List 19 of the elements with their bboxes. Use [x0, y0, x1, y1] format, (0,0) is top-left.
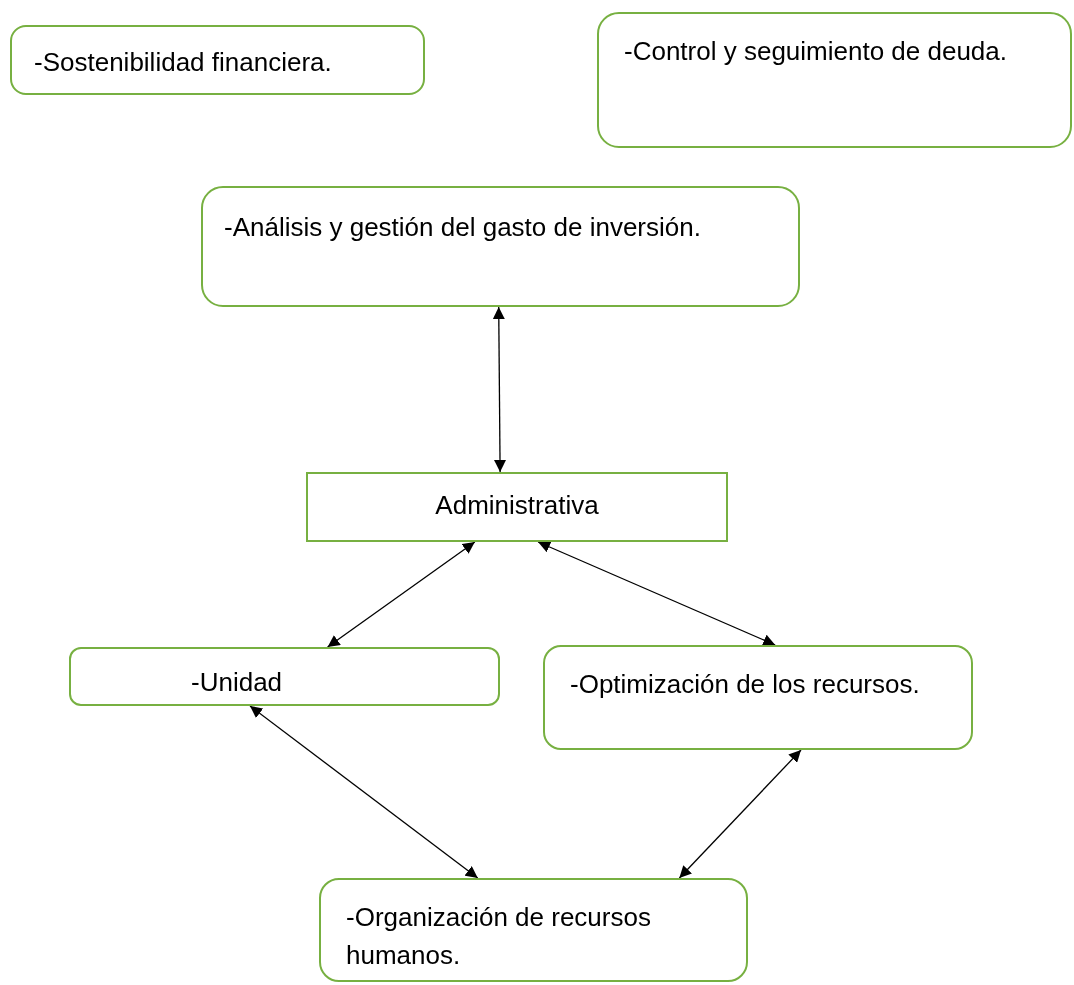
- double-arrow: [537, 541, 776, 646]
- rounded-box: [69, 647, 500, 706]
- rounded-box: [597, 12, 1072, 148]
- box-text: -Unidad: [191, 666, 284, 699]
- double-arrow: [249, 705, 479, 879]
- rounded-box: [319, 878, 748, 982]
- rounded-box: [201, 186, 800, 307]
- box-text: -Organización de recursos humanos.: [346, 901, 652, 972]
- double-arrow: [492, 306, 506, 473]
- rounded-box: [10, 25, 425, 95]
- box-text: -Control y seguimiento de deuda.: [624, 35, 1008, 68]
- box-text: -Análisis y gestión del gasto de inversión.: [224, 211, 702, 244]
- process-box: [306, 472, 728, 542]
- box-text: -Optimización de los recursos.: [570, 668, 921, 701]
- double-arrow: [678, 749, 802, 879]
- box-text: Administrativa: [434, 489, 600, 522]
- rounded-box: [543, 645, 973, 750]
- box-text: -Sostenibilidad financiera.: [34, 46, 333, 79]
- double-arrow: [326, 541, 476, 648]
